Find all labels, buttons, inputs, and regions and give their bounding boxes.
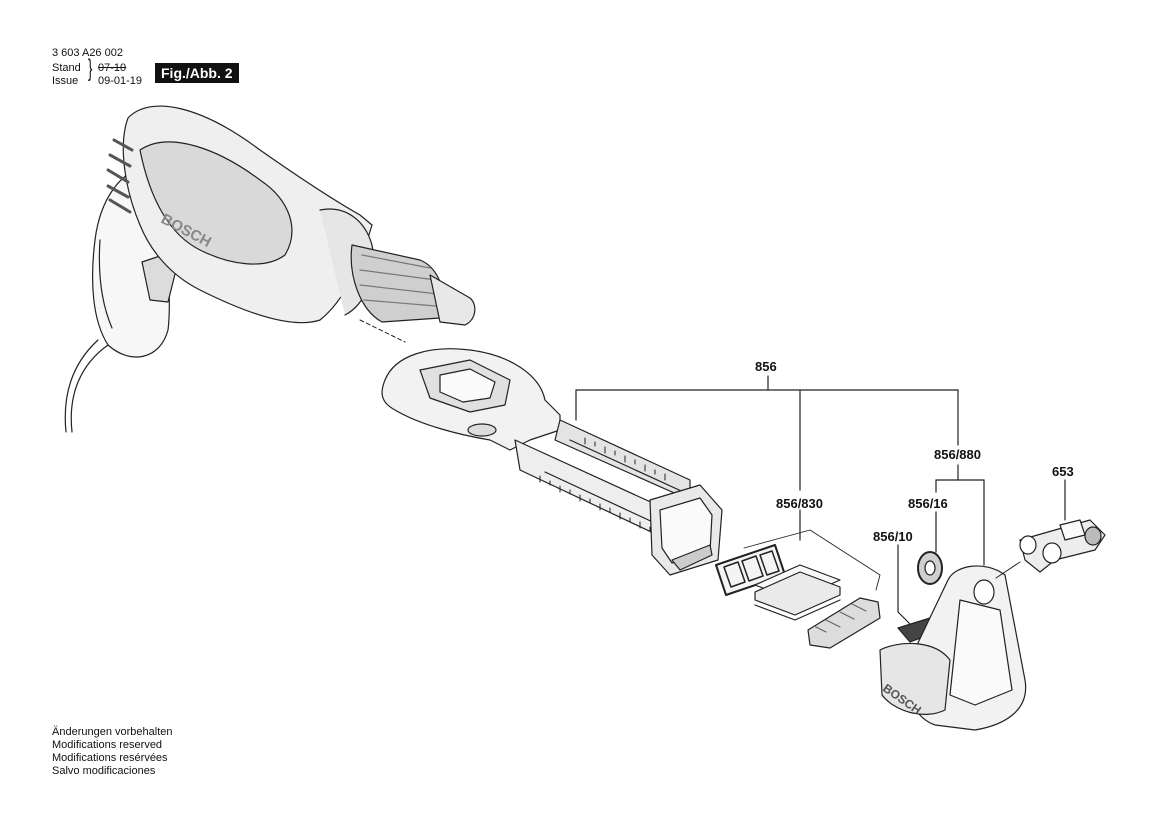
part-label-653: 653: [1052, 464, 1074, 479]
note-es: Salvo modificaciones: [52, 765, 156, 777]
note-fr: Modifications resérvées: [52, 752, 168, 764]
filter-set: [715, 529, 881, 649]
part-label-856-830: 856/830: [776, 496, 823, 511]
attachment-base: [381, 348, 723, 576]
part-label-856-10: 856/10: [873, 529, 913, 544]
note-de: Änderungen vorbehalten: [52, 726, 173, 738]
brace-glyph: }: [88, 55, 93, 82]
stand-date: 07-10: [98, 62, 127, 74]
document-number: 3 603 A26 002: [52, 47, 123, 59]
note-en: Modifications reserved: [52, 739, 163, 751]
part-label-856-880: 856/880: [934, 447, 981, 462]
issue-label: Issue: [52, 75, 79, 87]
issue-date: 09-01-19: [98, 75, 143, 87]
leader-lines: [575, 375, 1066, 625]
figure-label: Fig./Abb. 2: [155, 63, 239, 83]
part-label-856: 856: [755, 359, 777, 374]
dust-cup-assembly: BOSCH: [879, 551, 1027, 731]
depth-stop-clip: [1019, 519, 1106, 573]
part-label-856-16: 856/16: [908, 496, 948, 511]
drill-illustration: BOSCH: [64, 105, 476, 433]
stand-label: Stand: [52, 62, 81, 74]
